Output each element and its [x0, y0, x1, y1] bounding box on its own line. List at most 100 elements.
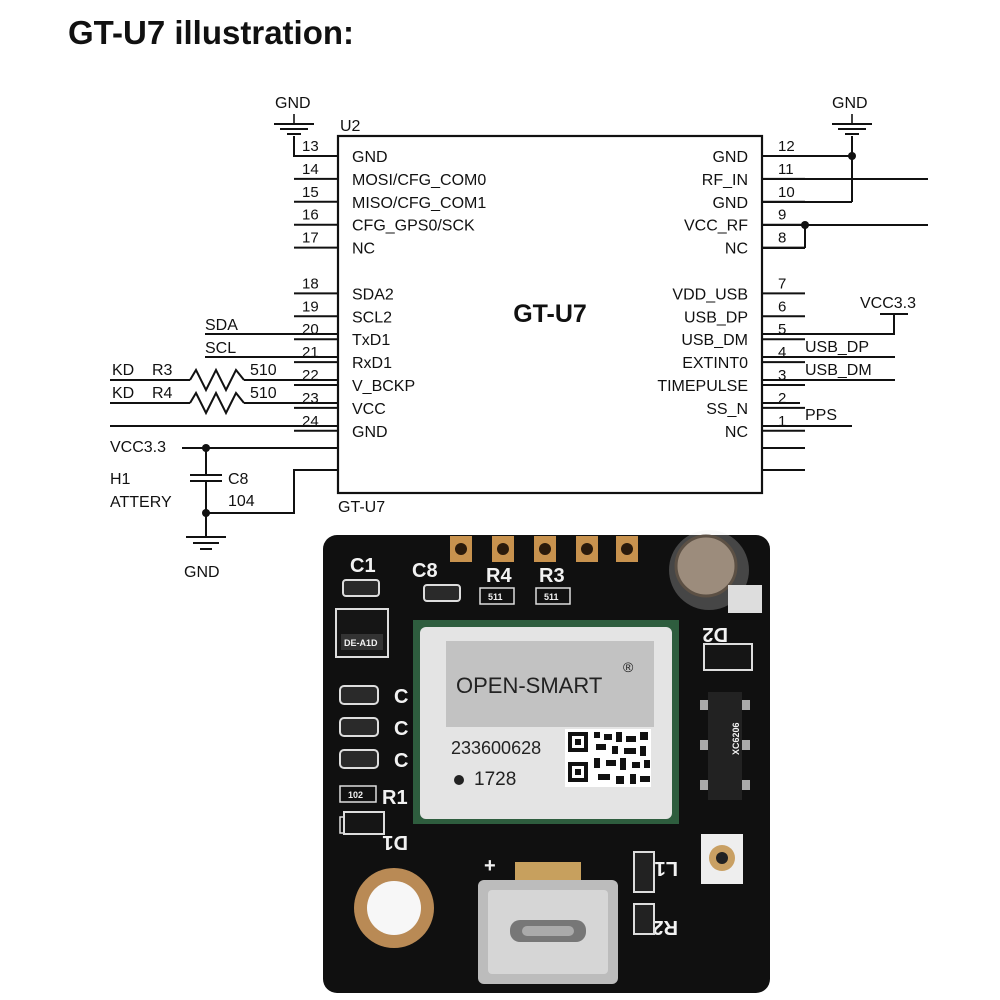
svg-text:KD: KD [112, 362, 134, 379]
registered-mark: ® [623, 659, 634, 675]
left-pin-name: GND [352, 149, 388, 166]
r4-code: 511 [488, 592, 503, 602]
left-pin-number: 15 [302, 184, 319, 201]
left-pin-number: 18 [302, 275, 319, 292]
ic-mark: XC6206 [731, 722, 741, 755]
right-pin-name: VDD_USB [672, 286, 748, 303]
chip-body [336, 134, 764, 495]
right-pin-number: 2 [778, 390, 786, 407]
right-pin-number: 3 [778, 367, 786, 384]
svg-text:C8: C8 [228, 471, 249, 488]
right-pin-name: VCC_RF [684, 218, 748, 235]
silk-d2: D2 [702, 623, 728, 645]
usb-dp-label: USB_DP [805, 339, 869, 356]
left-pin-number: 19 [302, 298, 319, 315]
page-title: GT-U7 illustration: [68, 14, 355, 51]
silk-c-b: C [394, 718, 408, 740]
left-pin-number: 22 [302, 367, 319, 384]
resistor-r4: KD R4 510 [110, 385, 338, 416]
regulator-ic: XC6206 [700, 692, 750, 800]
silk-r2: R2 [652, 916, 678, 938]
gps-module-board: C1 C8 R4 R3 R1 D1 D2 L1 R2 + C C C 511 5… [323, 530, 770, 993]
right-pin-name: TIMEPULSE [657, 378, 748, 395]
right-pin-number: 9 [778, 207, 786, 224]
left-pin-number: 17 [302, 230, 319, 247]
svg-text:R4: R4 [152, 385, 173, 402]
resistor-r3: KD R3 510 [110, 362, 338, 393]
right-pin-number: 1 [778, 413, 786, 430]
coin-cell-battery [669, 530, 762, 613]
left-pin-number: 16 [302, 207, 319, 224]
right-pin-number: 6 [778, 298, 786, 315]
left-pins: 13GND14MOSI/CFG_COM015MISO/CFG_COM116CFG… [294, 138, 486, 441]
svg-text:GND: GND [275, 95, 311, 112]
gps-module-can: OPEN-SMART ® 233600628 1728 [413, 620, 679, 824]
svg-text:GND: GND [832, 95, 868, 112]
right-pin-number: 8 [778, 230, 786, 247]
silk-r1: R1 [382, 787, 408, 809]
left-pin-name: V_BCKP [352, 378, 415, 395]
pps-label: PPS [805, 407, 837, 424]
gnd-symbol-right: GND [762, 95, 928, 249]
left-pin-number: 21 [302, 344, 319, 361]
svg-text:510: 510 [250, 362, 277, 379]
micro-usb-connector [478, 862, 618, 984]
silk-c-c: C [394, 750, 408, 772]
right-pin-name: NC [725, 424, 748, 441]
date-code-label: 1728 [474, 769, 516, 790]
scl-label: SCL [205, 340, 236, 357]
svg-text:KD: KD [112, 385, 134, 402]
header-pads [450, 536, 638, 562]
svg-text:ATTERY: ATTERY [110, 494, 172, 511]
left-pin-name: CFG_GPS0/SCK [352, 218, 475, 235]
left-pin-number: 13 [302, 138, 319, 155]
left-pin-name: MOSI/CFG_COM0 [352, 172, 486, 189]
left-pin-number: 24 [302, 413, 319, 430]
silk-r3: R3 [539, 565, 565, 587]
right-pin: 1NC [725, 413, 805, 441]
silk-l1: L1 [655, 857, 678, 879]
right-pin-name: NC [725, 241, 748, 258]
right-pin-name: EXTINT0 [682, 355, 748, 372]
left-pin-name: GND [352, 424, 388, 441]
svg-text:H1: H1 [110, 471, 131, 488]
silk-c8: C8 [412, 560, 438, 582]
left-pin-number: 20 [302, 321, 319, 338]
right-pin-name: USB_DM [681, 332, 748, 349]
mounting-hole [354, 868, 434, 948]
silk-r4: R4 [486, 565, 512, 587]
right-pin-number: 5 [778, 321, 786, 338]
svg-text:510: 510 [250, 385, 277, 402]
left-pin: 22V_BCKP [294, 367, 415, 395]
svg-text:104: 104 [228, 493, 255, 510]
serial-label: 233600628 [451, 738, 541, 758]
right-pin-name: RF_IN [702, 172, 748, 189]
silk-d1: D1 [382, 831, 408, 853]
vcc-left-net: VCC3.3 H1 ATTERY C8 104 [110, 439, 338, 536]
right-pin-name: GND [712, 149, 748, 166]
diode-mark: DE-A1D [344, 638, 378, 648]
vcc-right-net: VCC3.3 [762, 295, 916, 335]
right-pin-name: SS_N [706, 401, 748, 418]
left-pin-name: TxD1 [352, 332, 390, 349]
gnd-symbol-bottom: GND [184, 536, 226, 581]
chip-name: GT-U7 [513, 300, 587, 328]
right-pin-number: 11 [778, 161, 794, 178]
right-pin-number: 7 [778, 275, 786, 292]
left-pin-name: SCL2 [352, 309, 392, 326]
qr-code [565, 729, 651, 787]
usb-dm-label: USB_DM [805, 362, 872, 379]
svg-text:GND: GND [184, 564, 220, 581]
left-pin-name: NC [352, 241, 375, 258]
antenna-connector [701, 834, 743, 884]
left-pin-name: RxD1 [352, 355, 392, 372]
